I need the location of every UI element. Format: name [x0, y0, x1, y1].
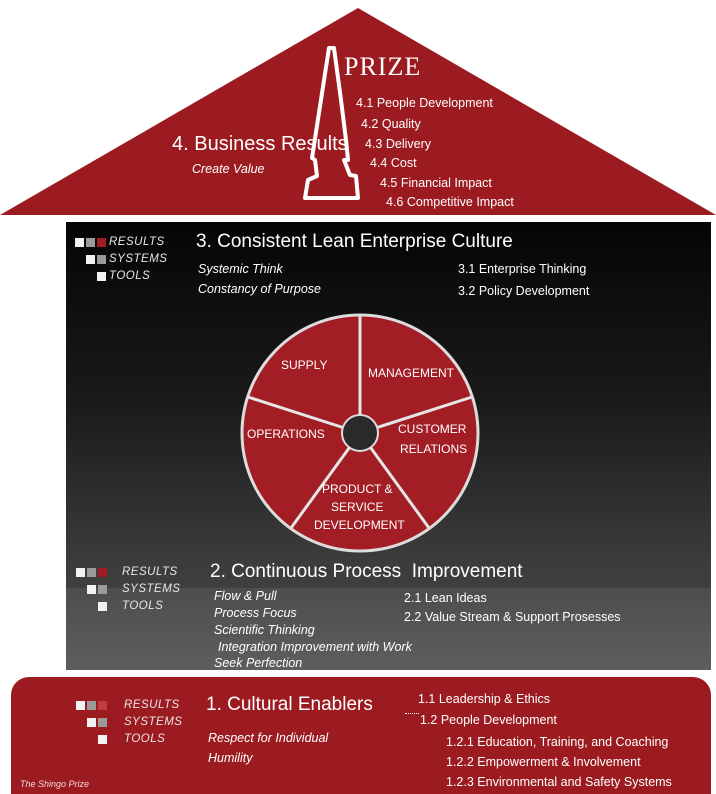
legend-results: RESULTS	[122, 566, 178, 578]
foundation-panel	[11, 677, 711, 794]
segment-management: MANAGEMENT	[368, 366, 455, 380]
enablers-title: 1. Cultural Enablers	[206, 694, 373, 715]
footer-credit: The Shingo Prize	[20, 779, 90, 789]
business-results-title: 4. Business Results	[172, 133, 348, 155]
legend-systems: SYSTEMS	[124, 716, 183, 728]
enablers-principle: Humility	[208, 751, 253, 765]
legend-results: RESULTS	[109, 236, 165, 248]
segment-product-line2: SERVICE	[331, 500, 384, 514]
segment-product-line1: PRODUCT &	[322, 482, 393, 496]
culture-item: 3.1 Enterprise Thinking	[458, 262, 587, 276]
summit-icon	[303, 46, 360, 200]
segment-customer-relations-line2: RELATIONS	[400, 442, 468, 456]
business-item: 4.3 Delivery	[365, 137, 431, 151]
business-item: 4.6 Competitive Impact	[386, 195, 514, 209]
enablers-subitem: 1.2.3 Environmental and Safety Systems	[446, 775, 672, 789]
legend-tools: TOOLS	[122, 600, 164, 612]
segment-supply: SUPPLY	[281, 358, 328, 372]
legend-tools: TOOLS	[124, 733, 166, 745]
segment-operations: OPERATIONS	[247, 427, 325, 441]
legend-tools: TOOLS	[109, 270, 151, 282]
enablers-item: 1.1 Leadership & Ethics	[418, 692, 551, 706]
business-item: 4.1 People Development	[356, 96, 493, 110]
improvement-principle: Scientific Thinking	[214, 623, 315, 637]
segment-customer-relations-line1: CUSTOMER	[398, 422, 467, 436]
enablers-principle: Respect for Individual	[208, 731, 329, 745]
roof	[0, 8, 716, 215]
culture-item: 3.2 Policy Development	[458, 284, 590, 298]
improvement-principle: Seek Perfection	[214, 656, 303, 670]
improvement-principle: Process Focus	[214, 606, 297, 620]
culture-title: 3. Consistent Lean Enterprise Culture	[196, 231, 513, 252]
improvement-principle: Flow & Pull	[214, 589, 277, 603]
create-value-principle: Create Value	[192, 162, 265, 176]
business-item: 4.2 Quality	[361, 117, 421, 131]
enablers-subitem: 1.2.1 Education, Training, and Coaching	[446, 735, 669, 749]
enablers-subitem: 1.2.2 Empowerment & Involvement	[446, 755, 641, 769]
culture-principle: Constancy of Purpose	[198, 282, 321, 296]
business-item: 4.4 Cost	[370, 156, 417, 170]
legend-results: RESULTS	[124, 699, 180, 711]
legend-systems: SYSTEMS	[122, 583, 181, 595]
improvement-title: 2. Continuous Process Improvement	[210, 561, 523, 582]
culture-principle: Systemic Think	[198, 262, 283, 276]
business-item: 4.5 Financial Impact	[380, 176, 492, 190]
improvement-principle: Integration Improvement with Work	[218, 640, 412, 654]
improvement-panel	[66, 588, 711, 670]
connector-line	[405, 713, 419, 715]
enablers-item: 1.2 People Development	[420, 713, 557, 727]
improvement-item: 2.1 Lean Ideas	[404, 591, 487, 605]
legend-systems: SYSTEMS	[109, 253, 168, 265]
prize-label: PRIZE	[344, 52, 422, 81]
improvement-item: 2.2 Value Stream & Support Prosesses	[404, 610, 621, 624]
segment-product-line3: DEVELOPMENT	[314, 518, 405, 532]
